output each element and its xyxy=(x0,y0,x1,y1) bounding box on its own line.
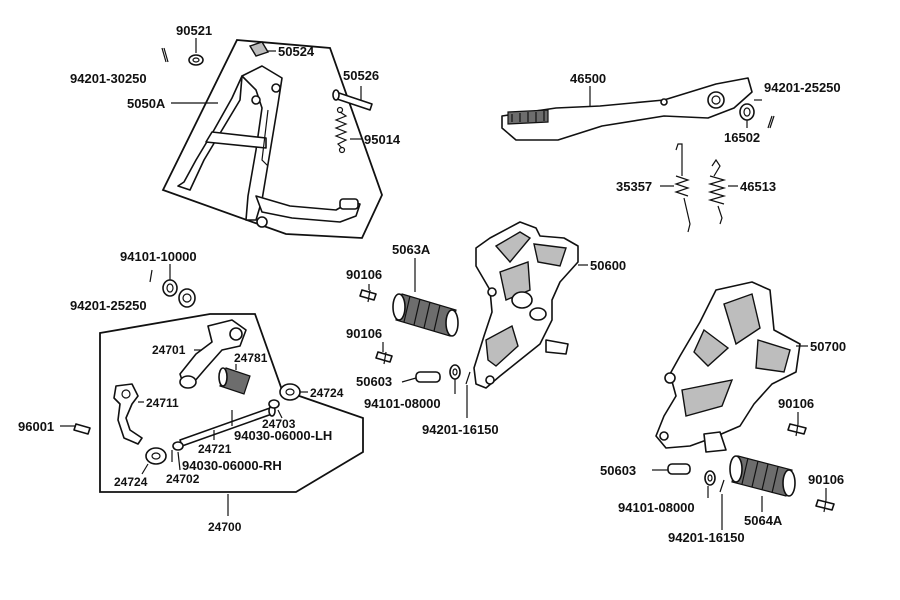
label-95014: 95014 xyxy=(364,132,401,147)
washer-94201-25250-b xyxy=(178,288,196,308)
label-50526: 50526 xyxy=(343,68,379,83)
nut-24702 xyxy=(172,441,184,451)
washer-16502 xyxy=(739,103,755,121)
washer-94101-08000-b xyxy=(704,470,716,486)
brake-pedal-46500 xyxy=(501,77,753,141)
shift-rubber-24781 xyxy=(218,367,251,395)
label-5050A: 5050A xyxy=(127,96,166,111)
footpeg-bracket-50600 xyxy=(473,221,579,389)
label-24711: 24711 xyxy=(146,396,179,410)
cotter-pin-94201-16150-a xyxy=(465,371,471,385)
leader-lines xyxy=(60,38,827,530)
label-94201-30250: 94201-30250 xyxy=(70,71,147,86)
footpeg-rubber-5064A xyxy=(729,455,796,497)
label-50603-a: 50603 xyxy=(356,374,392,389)
rod-end-24724-a xyxy=(279,383,301,401)
cotter-pin-94201-25250-b xyxy=(149,269,153,283)
label-24701: 24701 xyxy=(152,343,186,357)
label-96001: 96001 xyxy=(18,419,54,434)
washer-94101-08000-a xyxy=(449,364,461,380)
label-16502: 16502 xyxy=(724,130,760,145)
pin-50603-b xyxy=(667,463,691,475)
bolt-90106-b xyxy=(375,351,393,365)
rod-end-24724-b xyxy=(145,447,167,465)
label-24724-a: 24724 xyxy=(310,386,344,400)
label-90106-d: 90106 xyxy=(808,472,844,487)
label-94030-06000-rh: 94030-06000-RH xyxy=(182,458,282,473)
cotter-pin-94201-30250 xyxy=(161,47,169,63)
cotter-pin-94201-16150-b xyxy=(719,479,725,493)
washer-94101-10000 xyxy=(162,279,178,297)
center-stand xyxy=(177,65,361,228)
center-stand-group-frame xyxy=(161,39,383,239)
label-24703: 24703 xyxy=(262,417,296,431)
label-94201-25250-b: 94201-25250 xyxy=(70,298,147,313)
brake-spring-46513 xyxy=(707,158,727,225)
pin-50603-a xyxy=(415,371,441,383)
label-94101-08000-a: 94101-08000 xyxy=(364,396,441,411)
footpeg-bracket-50700 xyxy=(655,281,801,453)
label-46500: 46500 xyxy=(570,71,606,86)
label-5064A: 5064A xyxy=(744,513,783,528)
label-50600: 50600 xyxy=(590,258,626,273)
label-50603-b: 50603 xyxy=(600,463,636,478)
stop-rubber-50524 xyxy=(248,41,270,57)
label-24700: 24700 xyxy=(208,520,242,534)
label-94201-16150-a: 94201-16150 xyxy=(422,422,499,437)
bolt-96001 xyxy=(73,423,91,435)
label-24721: 24721 xyxy=(198,442,232,456)
bolt-90106-c xyxy=(787,423,807,437)
label-90106-c: 90106 xyxy=(778,396,814,411)
label-94201-25250-a: 94201-25250 xyxy=(764,80,841,95)
label-35357: 35357 xyxy=(616,179,652,194)
label-24702: 24702 xyxy=(166,472,200,486)
bolt-90106-d xyxy=(815,499,835,513)
stand-spring-95014 xyxy=(334,106,348,154)
bolt-90106-a xyxy=(359,289,377,303)
stand-shaft-50526 xyxy=(332,89,373,111)
label-46513: 46513 xyxy=(740,179,776,194)
washer-90521 xyxy=(188,54,204,66)
label-94101-10000: 94101-10000 xyxy=(120,249,197,264)
shift-pedal-24701 xyxy=(179,319,247,389)
gear-shift-group-frame xyxy=(99,313,364,493)
label-94030-06000-lh: 94030-06000-LH xyxy=(234,428,332,443)
label-90106-b: 90106 xyxy=(346,326,382,341)
brake-spring-35357 xyxy=(674,143,691,233)
footpeg-rubber-5063A xyxy=(392,293,459,337)
label-50524: 50524 xyxy=(278,44,315,59)
nut-24703 xyxy=(268,399,280,409)
label-50700: 50700 xyxy=(810,339,846,354)
label-94101-08000-b: 94101-08000 xyxy=(618,500,695,515)
label-90521: 90521 xyxy=(176,23,212,38)
label-24781: 24781 xyxy=(234,351,268,365)
cotter-pin-94201-25250-a xyxy=(767,115,775,129)
shift-arm-24711 xyxy=(113,383,143,445)
label-94201-16150-b: 94201-16150 xyxy=(668,530,745,545)
label-5063A: 5063A xyxy=(392,242,431,257)
label-24724-b: 24724 xyxy=(114,475,148,489)
label-90106-a: 90106 xyxy=(346,267,382,282)
